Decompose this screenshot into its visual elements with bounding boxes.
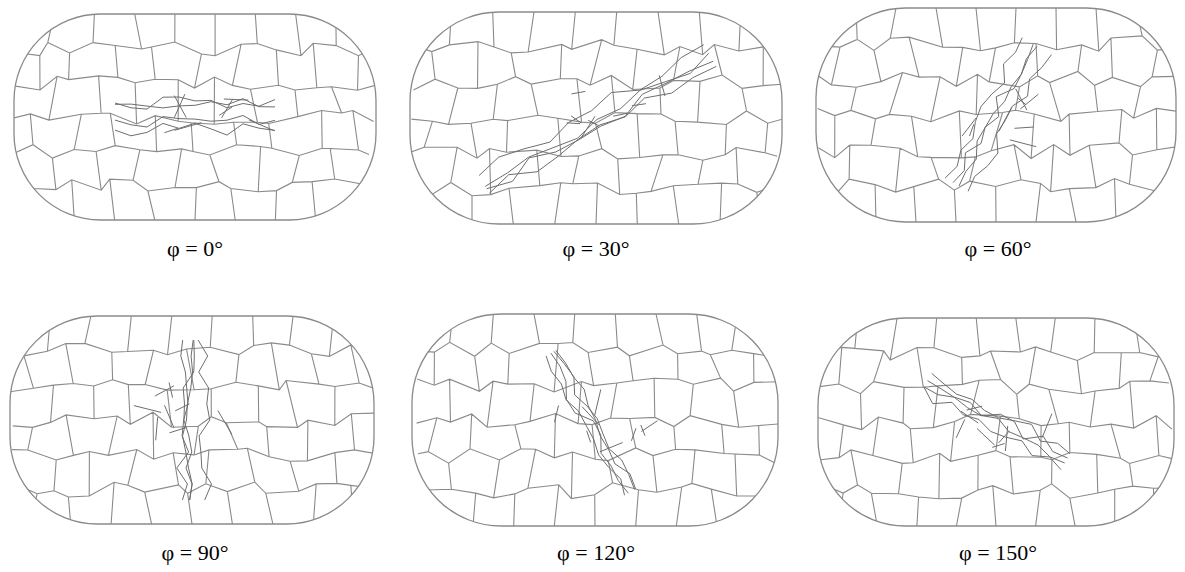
angle-label: φ = 90° <box>90 540 300 566</box>
angle-label: φ = 150° <box>893 540 1103 566</box>
cell-boundaries <box>410 12 782 224</box>
specimen-outline <box>14 14 376 220</box>
specimen-outline <box>10 316 374 524</box>
cell-mesh <box>410 12 782 224</box>
crack-lines <box>479 45 716 194</box>
angle-label: φ = 60° <box>893 236 1103 262</box>
cell-boundaries <box>816 8 1176 222</box>
specimen-outline <box>818 318 1174 526</box>
angle-label: φ = 120° <box>491 540 701 566</box>
cell-mesh <box>818 318 1174 526</box>
crack-lines <box>134 340 232 500</box>
crack-lines <box>546 350 657 495</box>
cell-boundaries <box>818 318 1174 526</box>
cell-mesh <box>14 14 376 220</box>
cell-boundaries <box>412 314 778 526</box>
angle-label: φ = 0° <box>90 236 300 262</box>
cell-boundaries <box>10 316 374 524</box>
specimen-outline <box>410 12 782 224</box>
crack-lines <box>945 38 1051 192</box>
specimen-outline <box>412 314 778 526</box>
angle-label: φ = 30° <box>491 236 701 262</box>
crack-lines <box>115 94 275 136</box>
crack-lines <box>924 373 1070 469</box>
cell-mesh <box>10 316 374 524</box>
specimen-outline <box>816 8 1176 222</box>
cell-mesh <box>412 314 778 526</box>
cell-boundaries <box>14 14 376 220</box>
cell-mesh <box>816 8 1176 222</box>
